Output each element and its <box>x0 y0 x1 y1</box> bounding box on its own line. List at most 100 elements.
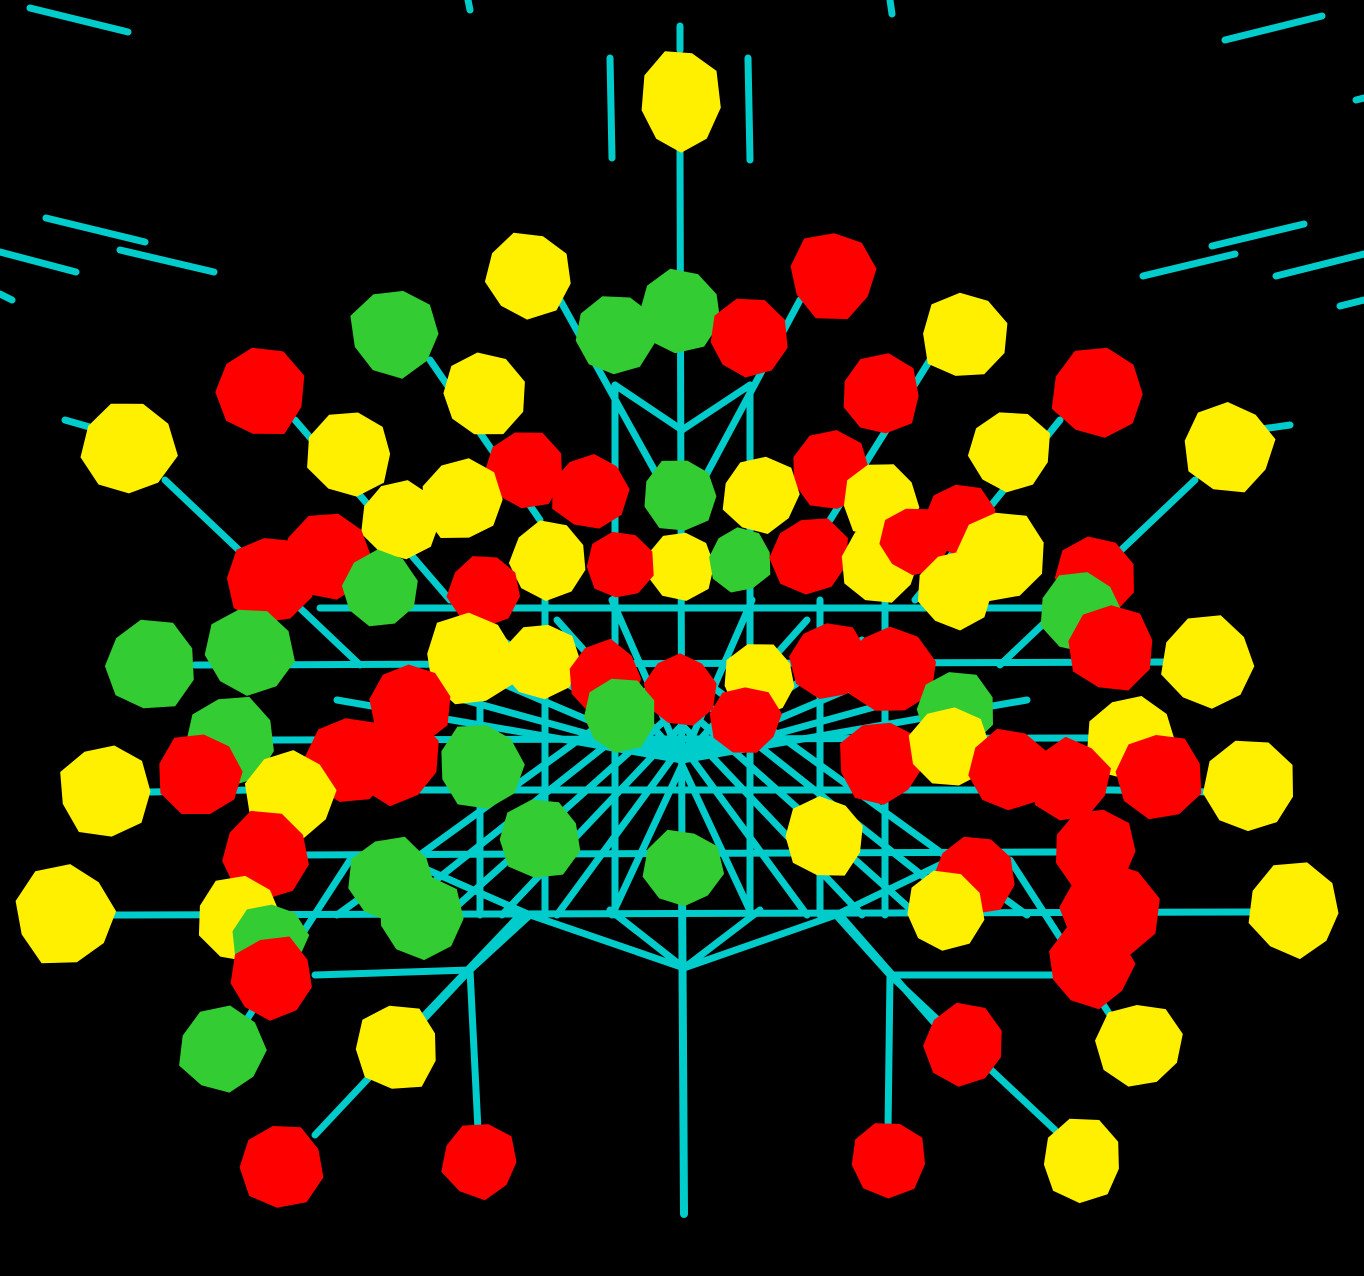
yellow-node <box>1161 615 1255 709</box>
red-node <box>239 1126 324 1208</box>
yellow-node <box>1095 1005 1183 1087</box>
yellow-node <box>361 480 441 560</box>
branch-line <box>1139 250 1239 280</box>
red-node <box>1115 735 1202 820</box>
branch-line <box>678 876 688 1218</box>
red-node <box>710 298 788 378</box>
branch-line <box>1221 12 1326 44</box>
green-node <box>642 829 725 907</box>
branch-line <box>1352 94 1364 104</box>
branch-line <box>678 761 756 919</box>
yellow-node <box>722 456 800 534</box>
yellow-node <box>1202 740 1293 832</box>
yellow-node <box>427 612 514 705</box>
red-node <box>484 432 563 509</box>
green-node <box>584 678 655 753</box>
red-node <box>968 728 1055 811</box>
yellow-node <box>307 412 391 497</box>
yellow-node <box>1043 1118 1119 1204</box>
branch-line <box>526 911 688 972</box>
yellow-node <box>508 520 586 601</box>
red-node <box>843 626 936 711</box>
yellow-node <box>422 458 503 538</box>
green-node <box>575 296 655 375</box>
branch-line <box>678 381 754 434</box>
yellow-node <box>641 51 721 153</box>
yellow-node <box>355 1005 436 1089</box>
branch-line <box>464 0 474 14</box>
yellow-node <box>80 403 178 494</box>
yellow-node <box>647 532 715 601</box>
red-node <box>1051 347 1143 438</box>
red-node <box>230 936 312 1021</box>
green-node <box>499 799 581 878</box>
green-node <box>709 527 771 593</box>
yellow-node <box>60 745 151 837</box>
yellow-node <box>907 870 985 951</box>
red-node <box>353 715 439 807</box>
branch-line <box>26 4 132 36</box>
branch-line <box>106 908 1254 919</box>
branch-line <box>678 741 811 919</box>
yellow-node <box>923 292 1008 376</box>
node-blobs <box>15 51 1339 1208</box>
red-node <box>552 454 630 529</box>
red-node <box>226 538 316 623</box>
yellow-node <box>967 412 1050 493</box>
branch-line <box>1272 250 1364 280</box>
green-node <box>380 875 464 961</box>
yellow-node <box>501 624 581 700</box>
branch-line <box>1208 220 1308 250</box>
red-node <box>441 1124 517 1201</box>
branch-line <box>680 911 840 972</box>
branch-line <box>553 741 686 919</box>
green-node <box>441 725 525 809</box>
red-node <box>851 1123 925 1199</box>
branch-line <box>606 906 688 972</box>
red-node <box>586 531 654 598</box>
green-node <box>204 609 295 696</box>
red-node <box>790 233 877 320</box>
yellow-node <box>908 707 990 786</box>
green-node <box>644 460 717 531</box>
yellow-node <box>484 232 571 320</box>
branch-line <box>884 971 894 1134</box>
yellow-node <box>1184 402 1276 493</box>
branch-line <box>466 966 482 1134</box>
red-node <box>1068 605 1153 691</box>
red-node <box>843 353 919 434</box>
red-node <box>840 722 924 805</box>
green-node <box>179 1005 267 1093</box>
branch-line <box>42 214 149 246</box>
red-node <box>709 687 782 753</box>
red-node <box>769 518 848 595</box>
red-node <box>879 508 949 576</box>
green-node <box>341 549 418 627</box>
branch-line <box>606 54 616 162</box>
branch-line <box>680 906 764 972</box>
branch-line <box>611 381 686 434</box>
green-node <box>639 268 721 354</box>
branch-line <box>744 54 754 164</box>
red-node <box>159 734 243 814</box>
red-node <box>215 347 305 434</box>
branch-line <box>416 911 524 1024</box>
yellow-node <box>1248 862 1339 960</box>
green-node <box>350 290 439 379</box>
red-node <box>643 653 717 726</box>
branch-line <box>836 911 949 1039</box>
red-node <box>1031 736 1111 821</box>
yellow-node <box>443 352 525 435</box>
yellow-node <box>917 550 993 631</box>
branch-line <box>886 0 896 18</box>
yellow-node <box>785 796 863 876</box>
branch-line <box>608 761 686 919</box>
branch-line <box>0 290 16 304</box>
branch-line <box>1336 296 1364 310</box>
branch-line <box>311 966 474 979</box>
branch-line <box>0 248 80 276</box>
branch-line <box>116 246 218 276</box>
red-node <box>1049 922 1136 1010</box>
green-node <box>104 619 194 709</box>
